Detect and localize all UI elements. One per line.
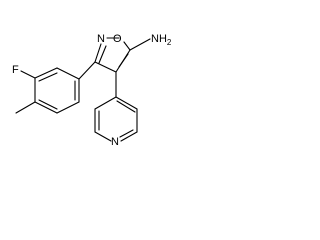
- chemical-structure: O N NH2 F N: [12, 33, 172, 148]
- atom-label-nh2-subscript: 2: [167, 38, 172, 47]
- bond-py1-double: [116, 100, 136, 113]
- atom-label-n-isoxazole: N: [97, 33, 105, 45]
- bond-c4-c5-double: [118, 53, 129, 68]
- bond-py4: [94, 131, 112, 142]
- bond-ar2-double: [38, 72, 58, 82]
- bond-c3-aryl: [78, 61, 96, 80]
- atom-label-o: O: [113, 33, 122, 45]
- bond-ar4: [34, 101, 58, 114]
- bond-c-methyl: [15, 101, 36, 114]
- bond-n2-c3: [94, 43, 102, 63]
- bond-py6: [94, 96, 117, 110]
- bond-ar4-double: [38, 99, 58, 110]
- bond-n2-c3-double: [98, 45, 107, 64]
- bond-py3-double: [119, 129, 134, 138]
- bond-c-f: [20, 70, 36, 79]
- bond-ar2: [34, 67, 58, 79]
- atom-label-f: F: [12, 64, 19, 76]
- atom-label-nh: NH: [151, 33, 167, 45]
- bond-py3: [120, 131, 138, 142]
- atom-label-nh2: NH2: [151, 33, 172, 47]
- bond-ar5: [56, 101, 80, 114]
- bond-ar1: [56, 67, 80, 80]
- structure-canvas: O N NH2 F N: [0, 0, 211, 152]
- bond-c5-o1: [123, 41, 131, 51]
- atom-label-n-pyridine: N: [111, 136, 119, 148]
- bond-py1: [115, 96, 138, 110]
- bond-c5-nh2: [129, 38, 151, 51]
- bond-c3-c4: [94, 61, 117, 73]
